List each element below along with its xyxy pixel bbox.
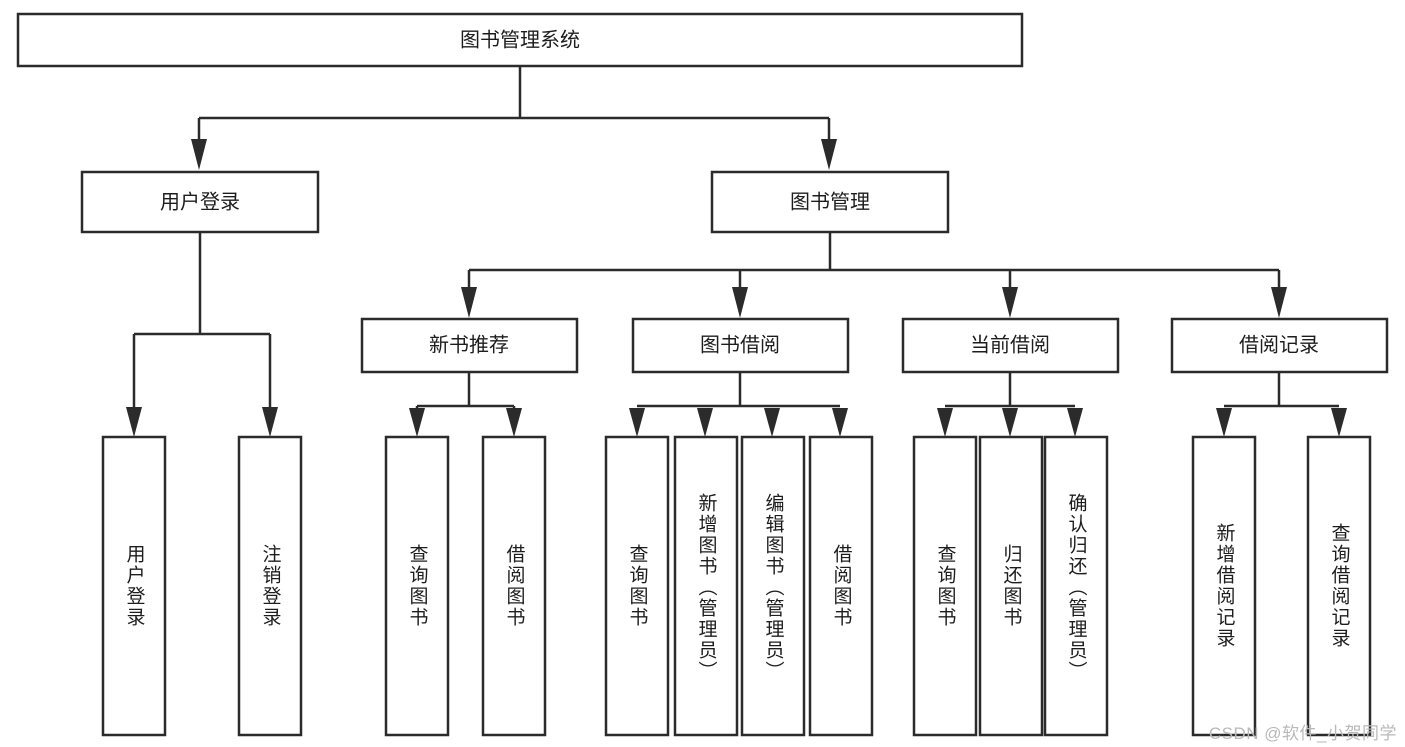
- node-root-label: 图书管理系统: [460, 28, 580, 51]
- node-root-box[interactable]: [16, 12, 1024, 68]
- arrow-book-manage-child4: [1271, 287, 1287, 318]
- arrow-borrow-record-leaf1: [1216, 408, 1232, 437]
- arrow-root-to-book-manage: [821, 139, 837, 170]
- leaf-box-borrow-record-2[interactable]: [1306, 435, 1372, 737]
- arrow-book-borrow-leaf1: [629, 408, 645, 437]
- node-user-login-label: 用户登录: [160, 190, 240, 213]
- leaf-box-current-borrow-3[interactable]: [1043, 435, 1109, 737]
- node-new-book-recommend-label: 新书推荐: [429, 333, 509, 356]
- arrow-book-borrow-leaf4: [832, 408, 848, 437]
- node-book-borrow-label: 图书借阅: [700, 333, 780, 356]
- node-book-manage-label: 图书管理: [790, 190, 870, 213]
- arrow-book-manage-child1: [461, 287, 477, 318]
- arrow-new-book-leaf1: [409, 408, 425, 437]
- arrow-user-login-leaf1: [126, 407, 142, 437]
- arrow-current-borrow-leaf2: [1002, 408, 1018, 437]
- leaf-box-book-borrow-4[interactable]: [808, 435, 874, 737]
- node-current-borrow-label: 当前借阅: [970, 333, 1050, 356]
- node-current-borrow-box[interactable]: [901, 317, 1120, 374]
- leaf-box-current-borrow-2[interactable]: [978, 435, 1044, 737]
- node-book-borrow-box[interactable]: [631, 317, 850, 374]
- arrow-root-to-user-login: [191, 139, 207, 170]
- arrow-book-manage-child2: [732, 287, 748, 318]
- leaf-box-user-login-2[interactable]: [237, 435, 303, 737]
- leaf-box-user-login-1[interactable]: [101, 435, 167, 737]
- arrow-book-manage-child3: [1002, 287, 1018, 318]
- node-book-manage-box[interactable]: [710, 170, 950, 234]
- leaf-box-book-borrow-2[interactable]: [673, 435, 739, 737]
- leaf-box-new-book-1[interactable]: [384, 435, 450, 737]
- arrow-user-login-leaf2: [262, 407, 278, 437]
- leaf-box-current-borrow-1[interactable]: [912, 435, 978, 737]
- leaf-box-book-borrow-1[interactable]: [604, 435, 670, 737]
- node-new-book-recommend-box[interactable]: [360, 317, 579, 374]
- leaf-box-borrow-record-1[interactable]: [1191, 435, 1257, 737]
- arrow-borrow-record-leaf2: [1331, 408, 1347, 437]
- node-borrow-record-label: 借阅记录: [1239, 333, 1319, 356]
- leaf-box-new-book-2[interactable]: [481, 435, 547, 737]
- arrow-book-borrow-leaf2: [697, 408, 713, 437]
- arrow-new-book-leaf2: [506, 408, 522, 437]
- arrow-current-borrow-leaf1: [937, 408, 953, 437]
- watermark-text: CSDN @软件_小贺同学: [1208, 724, 1397, 743]
- leaf-box-book-borrow-3[interactable]: [740, 435, 806, 737]
- arrow-book-borrow-leaf3: [764, 408, 780, 437]
- arrow-current-borrow-leaf3: [1067, 408, 1083, 437]
- node-borrow-record-box[interactable]: [1170, 317, 1389, 374]
